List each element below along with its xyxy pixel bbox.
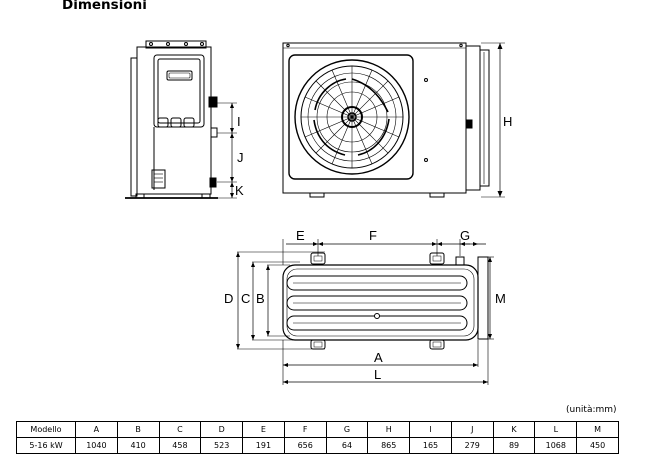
table-header-cell: M [576,421,619,438]
table-row: 5-16 kW 1040 410 458 523 191 656 64 865 … [16,437,619,454]
table-header-cell: L [534,421,578,438]
front-view [282,42,505,198]
page-title: Dimensioni [62,0,147,13]
table-cell: 865 [367,437,411,454]
dim-label-f: F [369,228,377,243]
dim-label-g: G [460,228,470,243]
side-view [125,40,237,199]
dim-label-e: E [296,228,305,243]
table-cell: 1040 [75,437,118,454]
table-header-row: Modello A B C D E F G H I J K L M [16,421,619,438]
table-header-cell: A [75,421,118,438]
table-header-cell: F [283,421,327,438]
dim-label-b: B [256,291,265,306]
table-header-cell: K [492,421,536,438]
dim-label-l: L [374,367,381,382]
dim-label-c: C [241,291,250,306]
dim-label-j: J [237,150,244,165]
table-header-cell: H [367,421,411,438]
table-cell: 458 [158,437,202,454]
dim-label-a: A [374,350,383,365]
table-header-cell: B [116,421,160,438]
table-header-cell: C [158,421,202,438]
table-cell: 165 [409,437,452,454]
table-cell: 523 [200,437,244,454]
dim-label-k: K [235,183,244,198]
table-cell: 656 [283,437,327,454]
table-header-cell: I [409,421,452,438]
unit-note: (unità:mm) [566,405,617,415]
table-cell: 450 [576,437,619,454]
dim-label-d: D [224,291,233,306]
dim-label-i: I [237,114,241,129]
table-cell: 5-16 kW [16,437,76,454]
table-header-cell: Modello [16,421,76,438]
table-header-cell: E [242,421,285,438]
table-header-cell: J [450,421,494,438]
table-cell: 410 [116,437,160,454]
table-cell: 1068 [534,437,578,454]
dimension-table: Modello A B C D E F G H I J K L M 5-16 k… [16,421,619,454]
dimension-drawing: I J K H E F G D C B M A L [125,40,512,385]
table-header-cell: D [200,421,244,438]
table-header-cell: G [325,421,369,438]
table-cell: 191 [242,437,285,454]
table-cell: 279 [450,437,494,454]
top-view [237,239,494,385]
dim-label-h: H [503,114,512,129]
table-cell: 89 [492,437,536,454]
dim-label-m: M [495,291,506,306]
table-cell: 64 [325,437,369,454]
